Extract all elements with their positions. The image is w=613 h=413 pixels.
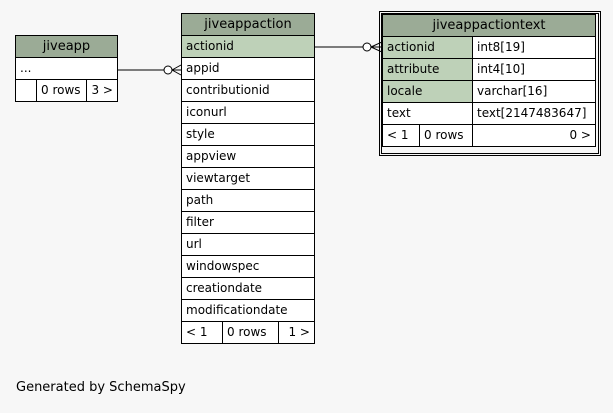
column-name-pk[interactable]: attribute <box>382 58 473 81</box>
column-row[interactable]: ... <box>15 57 118 80</box>
column-type: text[2147483647] <box>472 102 596 125</box>
column-type: int8[19] <box>472 36 596 59</box>
column-row[interactable]: iconurl <box>181 101 315 124</box>
table-jiveappaction[interactable]: jiveappaction actionid appid contributio… <box>181 13 315 344</box>
table-jiveappactiontext[interactable]: jiveappactiontext actionid int8[19] attr… <box>382 14 596 147</box>
relation-optional-marker <box>163 65 173 75</box>
generated-by-caption: Generated by SchemaSpy <box>16 380 186 395</box>
table-title[interactable]: jiveapp <box>15 35 118 58</box>
column-row[interactable]: path <box>181 189 315 212</box>
column-row[interactable]: appid <box>181 57 315 80</box>
column-row[interactable]: creationdate <box>181 277 315 300</box>
column-name-pk[interactable]: actionid <box>382 36 473 59</box>
column-row[interactable]: appview <box>181 145 315 168</box>
crowfoot-line <box>171 69 182 76</box>
column-type: varchar[16] <box>472 80 596 103</box>
table-title[interactable]: jiveappactiontext <box>382 14 596 37</box>
footer-left <box>15 79 37 102</box>
column-name[interactable]: text <box>382 102 473 125</box>
column-row[interactable]: contributionid <box>181 79 315 102</box>
column-row[interactable]: filter <box>181 211 315 234</box>
footer-right[interactable]: 3 > <box>85 79 119 102</box>
column-row[interactable]: windowspec <box>181 255 315 278</box>
footer-right[interactable]: 0 > <box>472 124 596 147</box>
footer-left[interactable]: < 1 <box>181 321 223 344</box>
relation-optional-marker <box>362 42 372 52</box>
column-row-pk[interactable]: actionid <box>181 35 315 58</box>
footer-right[interactable]: 1 > <box>278 321 315 344</box>
column-type: int4[10] <box>472 58 596 81</box>
table-title[interactable]: jiveappaction <box>181 13 315 36</box>
focus-table-frame <box>379 11 601 156</box>
footer-left[interactable]: < 1 <box>382 124 420 147</box>
column-name-pk[interactable]: locale <box>382 80 473 103</box>
footer-rows: 0 rows <box>221 321 280 344</box>
column-row[interactable]: modificationdate <box>181 299 315 322</box>
table-jiveapp[interactable]: jiveapp ... 0 rows 3 > <box>15 35 119 102</box>
column-row[interactable]: viewtarget <box>181 167 315 190</box>
crowfoot-line <box>171 64 182 71</box>
footer-rows: 0 rows <box>36 79 87 102</box>
footer-rows: 0 rows <box>419 124 473 147</box>
column-row[interactable]: style <box>181 123 315 146</box>
column-row[interactable]: url <box>181 233 315 256</box>
